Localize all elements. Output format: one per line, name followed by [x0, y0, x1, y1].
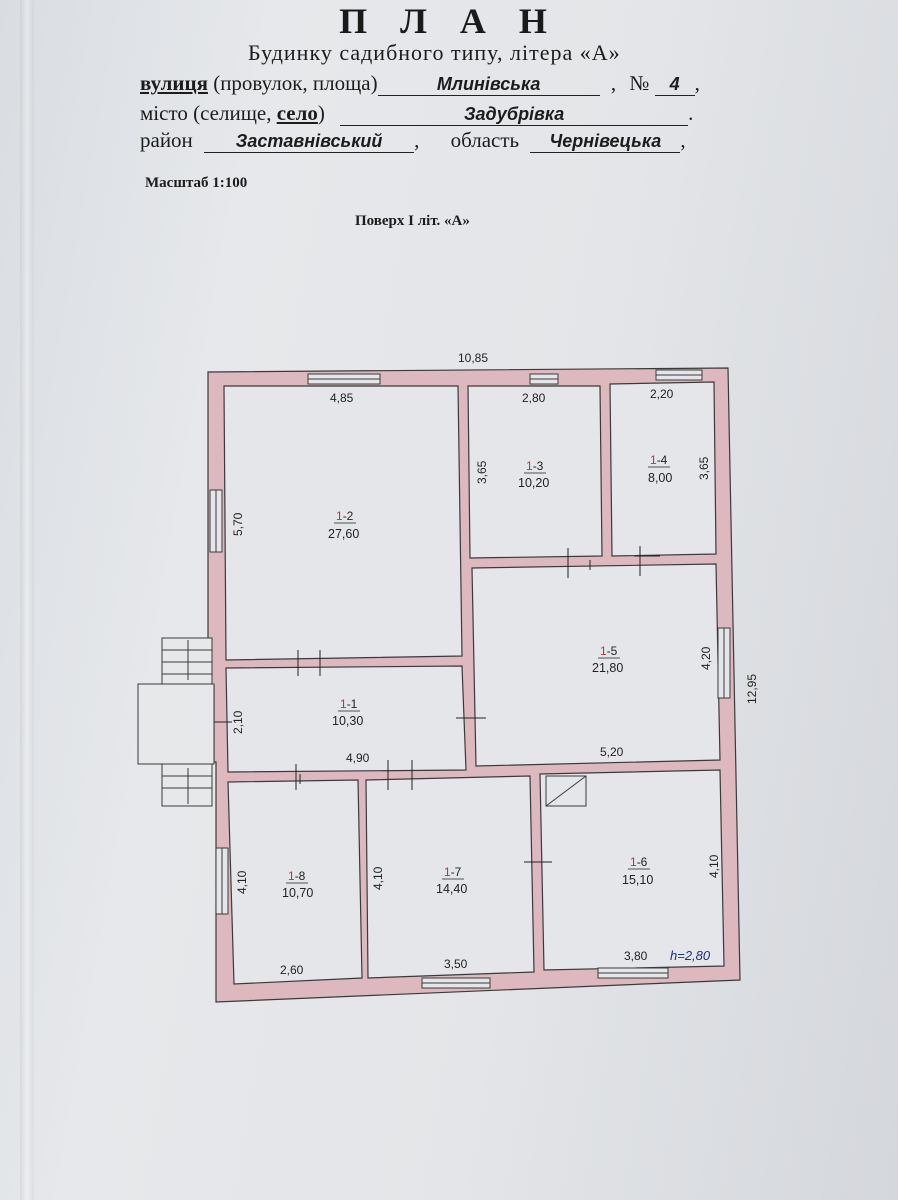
- street-label: (провулок, площа): [213, 71, 378, 95]
- room-1-3-floor: [467, 385, 603, 559]
- svg-text:1-1: 1-1: [340, 697, 358, 711]
- street-label-bold: вулиця: [140, 71, 208, 95]
- street-line: вулиця (провулок, площа)Млинівська , № 4…: [140, 71, 700, 96]
- dim-r1-depth: 2,10: [231, 710, 245, 734]
- room-1-5-label: 1-5 21,80: [592, 644, 623, 675]
- city-line: місто (селище, село) Задубрівка.: [140, 101, 694, 126]
- stove-icon: [545, 775, 587, 807]
- steps-bottom: [161, 763, 213, 807]
- room-1-6-label: 1-6 15,10: [622, 855, 653, 887]
- number-label: №: [629, 71, 650, 95]
- dim-r1-width: 4,90: [346, 751, 370, 765]
- dim-r7-width: 3,50: [444, 957, 468, 971]
- room-1-1-label: 1-1 10,30: [332, 697, 363, 728]
- region-label: область: [450, 128, 520, 152]
- room-1-4-floor: [609, 381, 717, 557]
- room-1-2-area: 27,60: [328, 527, 359, 541]
- dim-r2-width: 4,85: [330, 391, 354, 405]
- room-1-2-label: 1-2 27,60: [328, 509, 359, 541]
- document-subtitle: Будинку садибного типу, літера «А»: [248, 40, 621, 65]
- svg-text:1-2: 1-2: [336, 509, 354, 523]
- city-value: Задубрівка: [340, 104, 689, 126]
- room-1-5-floor: [471, 563, 721, 767]
- paper-fold: [20, 0, 34, 1200]
- number-value: 4: [654, 74, 695, 96]
- street-value: Млинівська: [377, 74, 600, 96]
- room-1-3-area: 10,20: [518, 476, 549, 490]
- dim-r4-depth: 3,65: [697, 456, 711, 480]
- scale-label: Масштаб 1:100: [145, 175, 248, 191]
- district-label: район: [140, 128, 193, 152]
- dim-r5-width: 5,20: [600, 745, 624, 759]
- room-interiors: [223, 381, 725, 985]
- steps-top: [161, 637, 213, 685]
- room-1-8-area: 10,70: [282, 886, 313, 900]
- region-value: Чернівецька: [530, 131, 681, 153]
- district-value: Заставнівський: [204, 131, 415, 153]
- room-1-8-label: 1-8 10,70: [282, 869, 313, 900]
- room-1-3-label: 1-3 10,20: [518, 459, 549, 490]
- room-1-4-label: 1-4 8,00: [648, 453, 672, 485]
- dim-r6-depth: 4,10: [707, 854, 721, 878]
- porch-platform: [137, 683, 215, 765]
- floor-label: Поверх І літ. «А»: [355, 213, 470, 229]
- city-label: місто (селище,: [140, 101, 272, 125]
- svg-text:1-3: 1-3: [526, 459, 544, 473]
- room-1-7-area: 14,40: [436, 882, 467, 896]
- svg-text:1-4: 1-4: [650, 453, 668, 467]
- document-title: П Л А Н: [339, 1, 559, 41]
- city-label-bold: село: [276, 101, 318, 125]
- handwritten-ceiling-height: h=2,80: [670, 948, 711, 963]
- dim-overall-depth: 12,95: [745, 674, 759, 704]
- dim-r6-width: 3,80: [624, 949, 648, 963]
- room-1-1-floor: [225, 665, 467, 773]
- city-label-end: ): [317, 101, 325, 125]
- room-1-1-area: 10,30: [332, 714, 363, 728]
- porch: [137, 637, 215, 807]
- dim-r3-depth: 3,65: [475, 460, 489, 484]
- dim-r5-depth: 4,20: [699, 646, 713, 670]
- dim-overall-width: 10,85: [458, 351, 488, 365]
- dim-r3-width: 2,80: [522, 391, 546, 405]
- room-1-5-area: 21,80: [592, 661, 623, 675]
- dim-r7-depth: 4,10: [371, 866, 385, 890]
- windows: [209, 369, 731, 989]
- district-region-line: район Заставнівський, область Чернівецьк…: [140, 128, 686, 153]
- room-1-6-area: 15,10: [622, 873, 653, 887]
- room-1-6-floor: [539, 769, 725, 971]
- svg-text:1-5: 1-5: [600, 644, 618, 658]
- room-1-4-area: 8,00: [648, 471, 672, 485]
- dim-r8-depth: 4,10: [235, 870, 249, 894]
- dim-r2-depth: 5,70: [231, 512, 245, 536]
- dim-r8-width: 2,60: [280, 963, 304, 977]
- dim-r4-width: 2,20: [650, 387, 674, 401]
- room-1-7-floor: [365, 775, 535, 979]
- room-1-7-label: 1-7 14,40: [436, 865, 467, 896]
- room-1-8-floor: [227, 779, 363, 985]
- svg-text:1-7: 1-7: [444, 865, 462, 879]
- svg-text:1-6: 1-6: [630, 855, 648, 869]
- svg-text:1-8: 1-8: [288, 869, 306, 883]
